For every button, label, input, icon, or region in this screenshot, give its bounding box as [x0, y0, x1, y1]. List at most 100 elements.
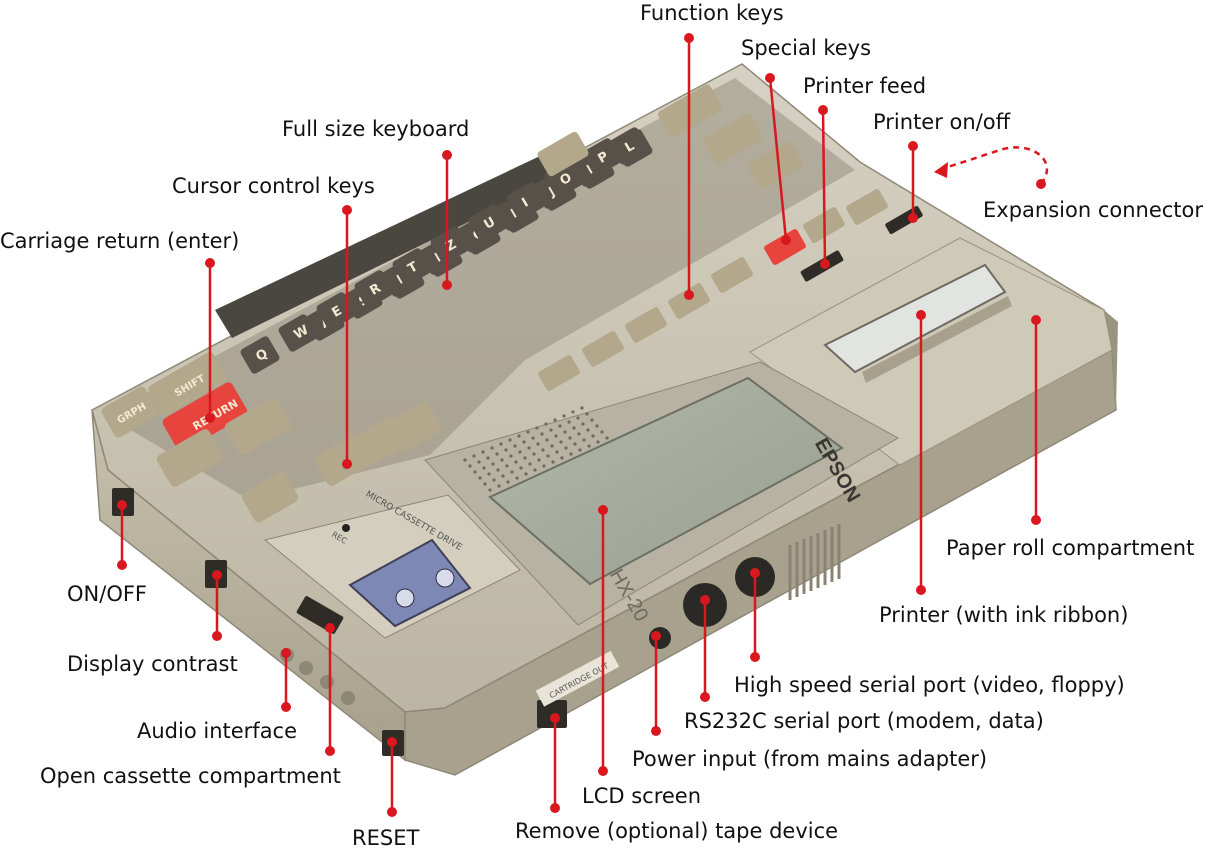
cassette-reel-left: [395, 588, 415, 608]
caps-key[interactable]: [536, 130, 590, 177]
key-t[interactable]: [391, 247, 433, 287]
tab-key[interactable]: [746, 140, 804, 191]
speaker-hole: [568, 436, 572, 440]
pf3-key[interactable]: [624, 306, 668, 344]
cartridge-label-plate: [535, 650, 620, 707]
label-printer-ribbon: Printer (with ink ribbon): [879, 603, 1129, 627]
key-i[interactable]: [505, 181, 547, 221]
pause-key[interactable]: [845, 188, 889, 226]
speaker-hole: [581, 422, 585, 426]
speaker-hole: [605, 436, 609, 440]
speaker-hole: [551, 460, 555, 464]
ctrl-key[interactable]: [702, 113, 764, 166]
speaker-hole: [549, 428, 553, 432]
speaker-hole: [522, 440, 526, 444]
speaker-hole: [582, 438, 586, 442]
speaker-hole: [562, 414, 566, 418]
key-z[interactable]: [429, 225, 471, 265]
label-remove-tape: Remove (optional) tape device: [515, 819, 839, 843]
speaker-hole: [497, 484, 501, 488]
speaker-hole: [533, 468, 537, 472]
key-q[interactable]: [239, 335, 281, 375]
speaker-hole: [580, 406, 584, 410]
pf5-key[interactable]: [537, 354, 581, 392]
speaker-hole: [526, 430, 530, 434]
speaker-hole: [523, 456, 527, 460]
key-w[interactable]: [277, 313, 319, 353]
speaker-hole: [472, 454, 476, 458]
speaker-hole: [540, 432, 544, 436]
label-cursor-keys: Cursor control keys: [172, 174, 375, 198]
speaker-hole: [477, 460, 481, 464]
audio-port-4: [341, 691, 355, 705]
cassette-reel-right: [435, 568, 455, 588]
cursor-left-key[interactable]: [155, 427, 225, 488]
vent-slots: [788, 524, 841, 600]
speaker-hole: [558, 424, 562, 428]
speaker-hole: [499, 442, 503, 446]
shift-key-left[interactable]: [146, 350, 228, 417]
speaker-hole: [591, 434, 595, 438]
speaker-hole: [545, 438, 549, 442]
speaker-hole: [590, 418, 594, 422]
speaker-hole: [492, 478, 496, 482]
speaker-hole: [528, 462, 532, 466]
label-printer-feed: Printer feed: [803, 74, 927, 98]
speaker-hole: [569, 452, 573, 456]
label-display-contrast: Display contrast: [67, 652, 238, 676]
ins-del-key[interactable]: [240, 470, 300, 524]
speaker-hole: [500, 458, 504, 462]
speaker-hole: [541, 448, 545, 452]
return-key[interactable]: [161, 381, 249, 454]
speaker-hole: [596, 440, 600, 444]
speaker-hole: [482, 466, 486, 470]
cursor-right-key[interactable]: [385, 400, 444, 453]
speaker-hole: [554, 434, 558, 438]
speaker-hole: [577, 432, 581, 436]
speaker-hole: [510, 470, 514, 474]
speaker-hole: [491, 462, 495, 466]
keyboard-recess: [105, 78, 855, 500]
key-label-w: W: [292, 323, 312, 343]
key-e[interactable]: [315, 291, 357, 331]
printer-slot: [823, 263, 1007, 374]
key-r[interactable]: [353, 269, 395, 309]
cassette-window: [348, 538, 472, 628]
audio-port-3: [320, 675, 334, 689]
speaker-hole: [572, 426, 576, 430]
speaker-hole: [478, 476, 482, 480]
speaker-hole: [563, 430, 567, 434]
speaker-hole: [600, 430, 604, 434]
speaker-hole: [578, 448, 582, 452]
speaker-hole: [585, 412, 589, 416]
speaker-hole: [519, 466, 523, 470]
cursor-up-key[interactable]: [223, 395, 293, 456]
label-printer-onoff: Printer on/off: [873, 110, 1011, 134]
speaker-hole: [587, 444, 591, 448]
key-p[interactable]: [581, 137, 623, 177]
pf1-key[interactable]: [710, 256, 754, 294]
key-label-i: I: [520, 195, 532, 210]
rec-indicator: [342, 524, 350, 532]
break-key[interactable]: [763, 228, 807, 266]
label-function-keys: Function keys: [640, 1, 784, 25]
speaker-hole: [531, 436, 535, 440]
lcd-screen: [488, 376, 844, 586]
speaker-hole: [514, 460, 518, 464]
speaker-hole: [468, 464, 472, 468]
graph-key[interactable]: [100, 385, 160, 439]
pf2-key[interactable]: [667, 282, 711, 320]
pf4-key[interactable]: [581, 330, 625, 368]
speaker-hole: [573, 442, 577, 446]
speaker-hole: [544, 422, 548, 426]
key-u[interactable]: [467, 203, 509, 243]
speaker-hole: [501, 474, 505, 478]
speaker-hole: [535, 426, 539, 430]
speaker-hole: [524, 472, 528, 476]
speaker-hole: [509, 454, 513, 458]
speaker-hole: [515, 476, 519, 480]
label-paper-roll: Paper roll compartment: [946, 536, 1195, 560]
speaker-grille: [463, 406, 609, 492]
speaker-hole: [488, 488, 492, 492]
